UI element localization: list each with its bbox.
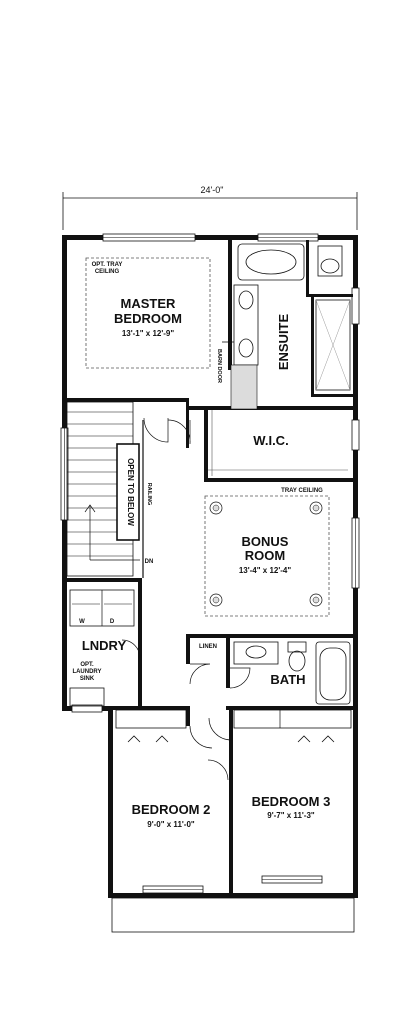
overall-dimension-label: 24'-0" (201, 185, 224, 195)
bath-fixtures (233, 641, 351, 705)
opt-tray-ceiling-2: CEILING (95, 269, 120, 275)
tray-ceiling-label: TRAY CEILING (281, 488, 323, 494)
bonus-room-dims: 13'-4" x 12'-4" (239, 566, 292, 575)
bonus-tray-ceiling (204, 495, 330, 617)
laundry-fixtures (69, 589, 135, 707)
linen-label: LINEN (199, 644, 217, 650)
ensuite-name: ENSUITE (276, 314, 291, 371)
bonus-room-name-2: ROOM (245, 548, 285, 563)
interior-walls (62, 240, 353, 896)
staircase (66, 401, 144, 578)
bedroom3-name: BEDROOM 3 (252, 794, 331, 809)
opt-laundry-sink-1: OPT. (80, 662, 94, 668)
ensuite-fixtures (222, 243, 351, 410)
dryer-label: D (110, 619, 115, 625)
bonus-room-name-1: BONUS (242, 534, 289, 549)
wic-shelves (208, 410, 348, 476)
dn-label: DN (145, 559, 154, 565)
closets (115, 709, 352, 743)
laundry-name: LNDRY (82, 638, 127, 653)
porch-outline (111, 897, 355, 933)
windows (60, 233, 360, 894)
master-tray-ceiling (85, 257, 211, 369)
bedroom2-name: BEDROOM 2 (132, 802, 211, 817)
opt-laundry-sink-3: SINK (80, 676, 95, 682)
door-swings (121, 417, 251, 781)
open-to-below-label: OPEN TO BELOW (126, 458, 135, 526)
opt-tray-ceiling-1: OPT. TRAY (92, 262, 123, 268)
bath-name: BATH (270, 672, 305, 687)
railing-label: RAILING (146, 483, 152, 506)
barn-door-label: BARN DOOR (216, 349, 222, 383)
master-bedroom-name-2: BEDROOM (114, 311, 182, 326)
overall-dimension-line (62, 192, 358, 230)
wic-name: W.I.C. (253, 433, 288, 448)
bedroom3-dims: 9'-7" x 11'-3" (267, 811, 315, 820)
master-bedroom-name-1: MASTER (121, 296, 177, 311)
bedroom2-dims: 9'-0" x 11'-0" (147, 820, 195, 829)
master-bedroom-dims: 13'-1" x 12'-9" (122, 329, 175, 338)
washer-label: W (79, 619, 85, 625)
opt-laundry-sink-2: LAUNDRY (72, 669, 101, 675)
